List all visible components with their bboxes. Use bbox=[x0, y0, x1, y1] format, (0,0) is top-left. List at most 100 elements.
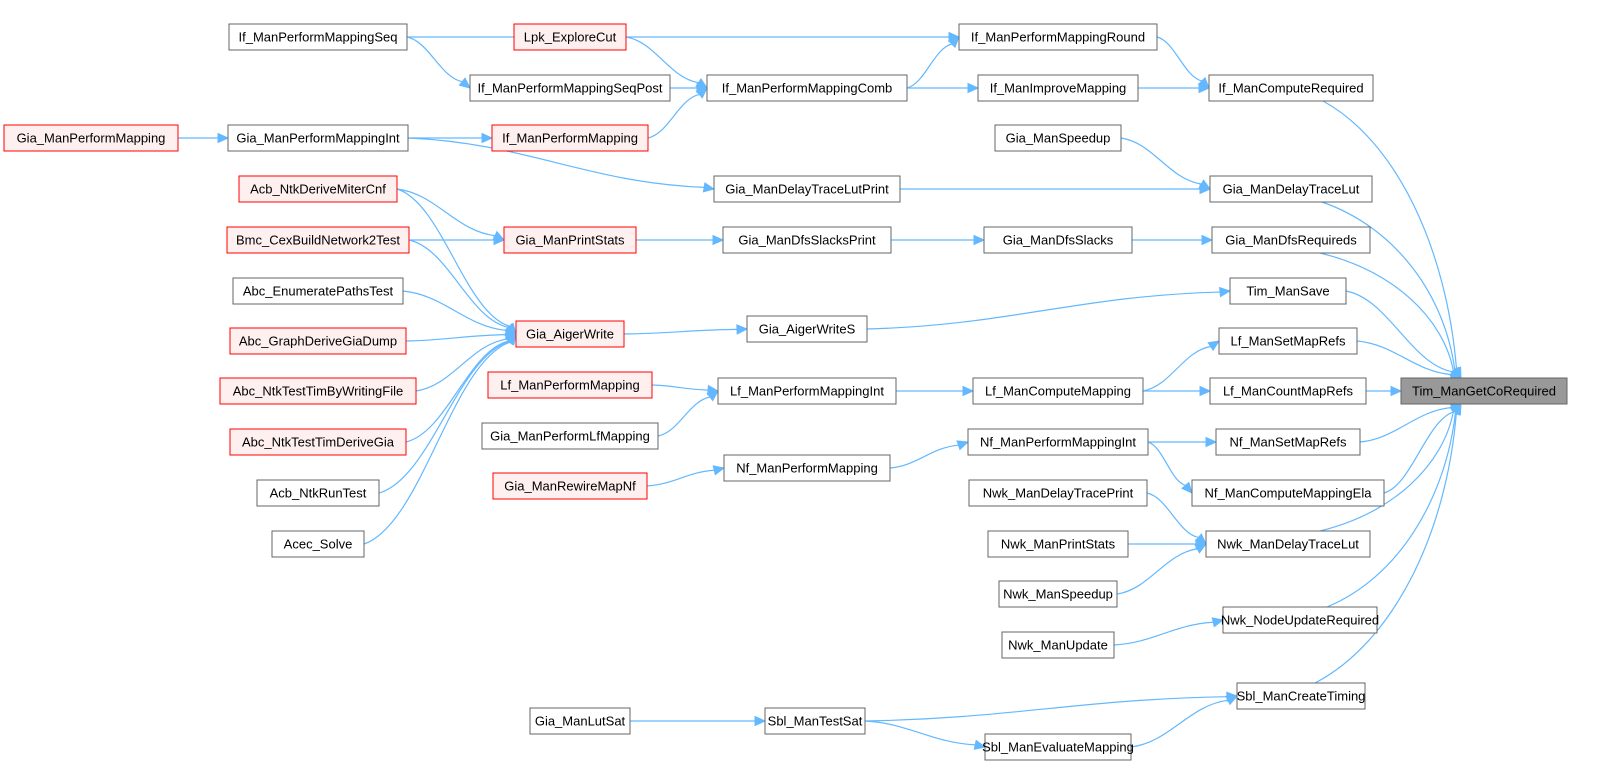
edge-line bbox=[864, 696, 1228, 722]
node-if-man-perform-mapping-round[interactable]: If_ManPerformMappingRound bbox=[958, 23, 1158, 51]
node-nwk-man-delay-trace-lut[interactable]: Nwk_ManDelayTraceLut bbox=[1205, 530, 1371, 558]
node-nwk-man-speedup[interactable]: Nwk_ManSpeedup bbox=[998, 580, 1118, 608]
node-box bbox=[1209, 175, 1373, 203]
edge-line bbox=[396, 188, 510, 327]
node-box bbox=[1218, 327, 1358, 355]
arrowhead-icon bbox=[736, 324, 749, 335]
node-sbl-man-create-timing[interactable]: Sbl_ManCreateTiming bbox=[1236, 682, 1366, 710]
node-abc-ntk-test-tim-by-writing-file[interactable]: Abc_NtkTestTimByWritingFile bbox=[219, 377, 417, 405]
edge-gia-man-print-stats-to-gia-man-dfs-slacks-print bbox=[636, 234, 725, 246]
node-label: Nwk_ManUpdate bbox=[1008, 638, 1108, 653]
node-box bbox=[271, 530, 365, 558]
node-nwk-man-delay-trace-print[interactable]: Nwk_ManDelayTracePrint bbox=[968, 479, 1148, 507]
node-sbl-man-evaluate-mapping[interactable]: Sbl_ManEvaluateMapping bbox=[982, 733, 1134, 761]
node-gia-man-delay-trace-lut[interactable]: Gia_ManDelayTraceLut bbox=[1209, 175, 1373, 203]
edge-line bbox=[864, 720, 976, 746]
node-lpk-explore-cut[interactable]: Lpk_ExploreCut bbox=[513, 23, 627, 51]
node-acec-solve[interactable]: Acec_Solve bbox=[271, 530, 365, 558]
node-gia-aiger-write-s[interactable]: Gia_AigerWriteS bbox=[746, 315, 868, 343]
arrowhead-icon bbox=[962, 385, 975, 397]
node-gia-man-rewire-map-nf[interactable]: Gia_ManRewireMapNf bbox=[492, 472, 648, 500]
edge-line bbox=[906, 43, 953, 89]
node-label: Nf_ManPerformMappingInt bbox=[980, 435, 1136, 450]
node-gia-man-speedup[interactable]: Gia_ManSpeedup bbox=[994, 124, 1122, 152]
edge-gia-aiger-write-s-to-tim-man-save bbox=[866, 286, 1232, 330]
node-bmc-cex-build-network2-test[interactable]: Bmc_CexBuildNetwork2Test bbox=[226, 226, 410, 254]
node-abc-ntk-test-tim-derive-gia[interactable]: Abc_NtkTestTimDeriveGia bbox=[229, 428, 407, 456]
node-gia-aiger-write[interactable]: Gia_AigerWrite bbox=[515, 320, 625, 348]
node-box bbox=[469, 74, 671, 102]
node-nf-man-compute-mapping-ela[interactable]: Nf_ManComputeMappingEla bbox=[1191, 479, 1385, 507]
node-acb-ntk-run-test[interactable]: Acb_NtkRunTest bbox=[256, 479, 380, 507]
node-sbl-man-test-sat[interactable]: Sbl_ManTestSat bbox=[764, 707, 866, 735]
node-gia-man-perform-lf-mapping[interactable]: Gia_ManPerformLfMapping bbox=[481, 422, 659, 450]
edge-line bbox=[1326, 412, 1457, 608]
edge-line bbox=[1142, 345, 1211, 392]
edge-line bbox=[889, 444, 959, 469]
edge-line bbox=[1319, 410, 1455, 532]
node-box bbox=[481, 422, 659, 450]
node-tim-man-save[interactable]: Tim_ManSave bbox=[1229, 277, 1347, 305]
node-label: Nwk_ManDelayTracePrint bbox=[983, 486, 1134, 501]
node-nf-man-perform-mapping-int[interactable]: Nf_ManPerformMappingInt bbox=[967, 428, 1149, 456]
edge-line bbox=[405, 334, 507, 342]
node-lf-man-set-map-refs[interactable]: Lf_ManSetMapRefs bbox=[1218, 327, 1358, 355]
node-if-man-compute-required[interactable]: If_ManComputeRequired bbox=[1208, 74, 1374, 102]
edge-sbl-man-test-sat-to-sbl-man-create-timing bbox=[864, 691, 1239, 722]
arrowhead-icon bbox=[1451, 402, 1462, 416]
node-if-man-improve-mapping[interactable]: If_ManImproveMapping bbox=[977, 74, 1139, 102]
node-lf-man-perform-mapping-int[interactable]: Lf_ManPerformMappingInt bbox=[717, 377, 897, 405]
edge-line bbox=[1314, 412, 1457, 684]
node-box bbox=[487, 371, 653, 399]
edge-gia-man-perform-mapping-int-to-gia-man-delay-trace-lut-print bbox=[407, 137, 716, 193]
node-lf-man-compute-mapping[interactable]: Lf_ManComputeMapping bbox=[972, 377, 1144, 405]
node-label: If_ManPerformMappingSeq bbox=[239, 30, 398, 45]
edge-bmc-cex-build-network2-test-to-gia-man-print-stats bbox=[409, 234, 506, 246]
node-acb-ntk-derive-miter-cnf[interactable]: Acb_NtkDeriveMiterCnf bbox=[238, 175, 398, 203]
node-gia-man-dfs-requireds[interactable]: Gia_ManDfsRequireds bbox=[1211, 226, 1371, 254]
node-gia-man-print-stats[interactable]: Gia_ManPrintStats bbox=[503, 226, 637, 254]
node-label: Nf_ManComputeMappingEla bbox=[1205, 486, 1373, 501]
edge-if-man-perform-mapping-comb-to-if-man-improve-mapping bbox=[906, 82, 980, 94]
node-gia-man-perform-mapping-int[interactable]: Gia_ManPerformMappingInt bbox=[227, 124, 409, 152]
node-nwk-man-update[interactable]: Nwk_ManUpdate bbox=[1001, 631, 1115, 659]
edge-line bbox=[1383, 410, 1455, 494]
node-nwk-node-update-required[interactable]: Nwk_NodeUpdateRequired bbox=[1221, 606, 1379, 634]
edge-line bbox=[1113, 621, 1214, 646]
node-box bbox=[229, 428, 407, 456]
node-gia-man-lut-sat[interactable]: Gia_ManLutSat bbox=[529, 707, 631, 735]
node-label: If_ManImproveMapping bbox=[990, 81, 1127, 96]
node-gia-man-dfs-slacks[interactable]: Gia_ManDfsSlacks bbox=[983, 226, 1133, 254]
edge-nwk-man-update-to-nwk-node-update-required bbox=[1113, 617, 1225, 646]
node-lf-man-count-map-refs[interactable]: Lf_ManCountMapRefs bbox=[1209, 377, 1367, 405]
node-box bbox=[722, 226, 892, 254]
node-if-man-perform-mapping-comb[interactable]: If_ManPerformMappingComb bbox=[706, 74, 908, 102]
node-box bbox=[1211, 226, 1371, 254]
node-gia-man-dfs-slacks-print[interactable]: Gia_ManDfsSlacksPrint bbox=[722, 226, 892, 254]
node-nwk-man-print-stats[interactable]: Nwk_ManPrintStats bbox=[987, 530, 1129, 558]
node-abc-enumerate-paths-test[interactable]: Abc_EnumeratePathsTest bbox=[232, 277, 404, 305]
node-gia-man-delay-trace-lut-print[interactable]: Gia_ManDelayTraceLutPrint bbox=[713, 175, 901, 203]
node-box bbox=[706, 74, 908, 102]
node-label: Gia_AigerWriteS bbox=[759, 322, 856, 337]
node-gia-man-perform-mapping[interactable]: Gia_ManPerformMapping bbox=[3, 124, 179, 152]
edge-line bbox=[1120, 137, 1202, 185]
edge-line bbox=[1321, 201, 1456, 371]
node-nf-man-perform-mapping[interactable]: Nf_ManPerformMapping bbox=[723, 454, 891, 482]
node-if-man-perform-mapping-seq[interactable]: If_ManPerformMappingSeq bbox=[228, 23, 408, 51]
node-box bbox=[977, 74, 1139, 102]
edge-line bbox=[646, 469, 715, 487]
node-label: Gia_ManDfsSlacksPrint bbox=[738, 233, 876, 248]
node-abc-graph-derive-gia-dump[interactable]: Abc_GraphDeriveGiaDump bbox=[229, 327, 407, 355]
node-lf-man-perform-mapping[interactable]: Lf_ManPerformMapping bbox=[487, 371, 653, 399]
edge-line bbox=[866, 291, 1221, 330]
edge-line bbox=[405, 340, 510, 443]
node-if-man-perform-mapping-seq-post[interactable]: If_ManPerformMappingSeqPost bbox=[469, 74, 671, 102]
node-nf-man-set-map-refs[interactable]: Nf_ManSetMapRefs bbox=[1215, 428, 1361, 456]
arrowhead-icon bbox=[1211, 617, 1225, 628]
arrowhead-icon bbox=[481, 132, 494, 144]
node-box bbox=[983, 226, 1133, 254]
node-label: Gia_ManPerformLfMapping bbox=[490, 429, 650, 444]
node-if-man-perform-mapping[interactable]: If_ManPerformMapping bbox=[491, 124, 649, 152]
